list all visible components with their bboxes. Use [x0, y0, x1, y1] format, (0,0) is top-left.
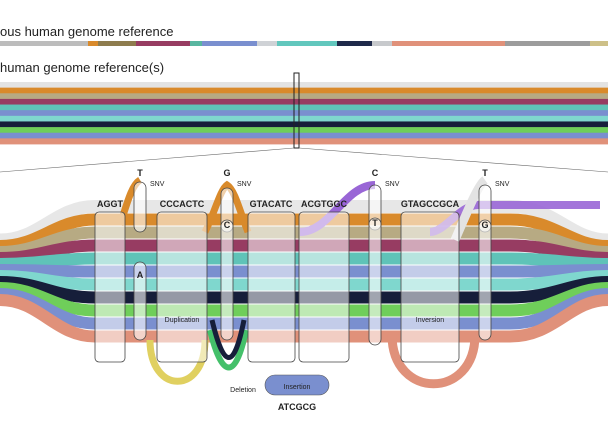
- stack-line-3: [0, 98, 608, 105]
- snv-bottom-base-2: C: [224, 220, 231, 230]
- stack-line-4: [0, 104, 608, 111]
- stack-line-9: [0, 132, 608, 139]
- segment-label-3: GTACATC: [250, 199, 293, 209]
- insertion-label: Insertion: [284, 384, 311, 391]
- stack-line-2: [0, 93, 608, 100]
- stack-line-1: [0, 87, 608, 94]
- duplication-label: Duplication: [165, 317, 200, 324]
- deletion-loop: [207, 329, 249, 371]
- segment-label-5: GTAGCCGCA: [401, 199, 460, 209]
- reference-band-6: [257, 41, 277, 46]
- reference-band-0: [0, 41, 88, 46]
- zoom-line-left: [0, 147, 295, 173]
- reference-band-9: [372, 41, 392, 46]
- reference-band-12: [590, 41, 608, 46]
- reference-stack: [0, 72, 608, 149]
- snv-label-2: SNV: [237, 181, 252, 188]
- stack-line-6: [0, 115, 608, 122]
- segment-label-1: AGGT: [97, 199, 124, 209]
- snv-pill-bottom-1: [133, 261, 147, 341]
- snv-pill-bottom-2: [220, 219, 234, 341]
- segment-box-3: [247, 211, 296, 363]
- snv-bottom-base-1: A: [137, 270, 144, 280]
- linear-reference-title: ous human genome reference: [0, 24, 174, 39]
- snv-pill-top-1: [133, 181, 147, 233]
- deletion-loop-dark: [209, 319, 247, 360]
- snv-pill-bottom-3: [368, 217, 382, 346]
- reference-band-5: [202, 41, 257, 46]
- haplotype-ribbon-6: [0, 270, 608, 291]
- snv-bottom-base-4: G: [481, 220, 488, 230]
- zoom-window: [293, 72, 300, 149]
- reference-band-3: [136, 41, 190, 46]
- segment-label-2: CCCACTC: [160, 199, 205, 209]
- deletion-label: Deletion: [230, 387, 256, 394]
- snv-label-4: SNV: [495, 181, 510, 188]
- graph-reference-title: human genome reference(s): [0, 60, 165, 75]
- snv-label-3: SNV: [385, 181, 400, 188]
- snv-loop-2: [201, 180, 252, 234]
- zoom-connector: [0, 147, 608, 173]
- zoom-line-right: [298, 147, 608, 173]
- reference-band-11: [505, 41, 590, 46]
- reference-band-10: [392, 41, 505, 46]
- reference-band-2: [98, 41, 136, 46]
- snv-top-base-1: T: [137, 168, 143, 178]
- segment-boxes: [94, 181, 492, 363]
- reference-band-4: [190, 41, 202, 46]
- reference-band-8: [337, 41, 372, 46]
- stack-line-8: [0, 127, 608, 134]
- segment-label-4: ACGTGGC: [301, 199, 347, 209]
- snv-top-base-3: C: [372, 168, 379, 178]
- snv-bottom-base-3: T: [372, 218, 378, 228]
- stack-line-7: [0, 121, 608, 128]
- linear-reference-bar: [0, 41, 608, 46]
- stack-line-10: [0, 138, 608, 145]
- reference-band-1: [88, 41, 98, 46]
- segment-box-1: [94, 211, 126, 363]
- stack-line-5: [0, 110, 608, 117]
- snv-top-base-2: G: [223, 168, 230, 178]
- inversion-loop: [387, 334, 480, 389]
- reference-band-7: [277, 41, 337, 46]
- snv-pill-bottom-4: [478, 219, 492, 341]
- haplotype-ribbon-10: [0, 294, 608, 343]
- insertion-sequence: ATCGCG: [278, 402, 316, 412]
- segment-box-5: [400, 211, 460, 363]
- segment-box-4: [298, 211, 350, 363]
- haplotype-ribbon-3: [0, 239, 608, 264]
- haplotype-ribbon-0: [0, 200, 608, 247]
- snv-top-base-4: T: [482, 168, 488, 178]
- stack-line-0: [0, 82, 608, 89]
- insertion-bubble: [264, 374, 330, 396]
- inversion-label: Inversion: [416, 317, 445, 324]
- snv-label-1: SNV: [150, 181, 165, 188]
- segment-box-2: [156, 211, 208, 363]
